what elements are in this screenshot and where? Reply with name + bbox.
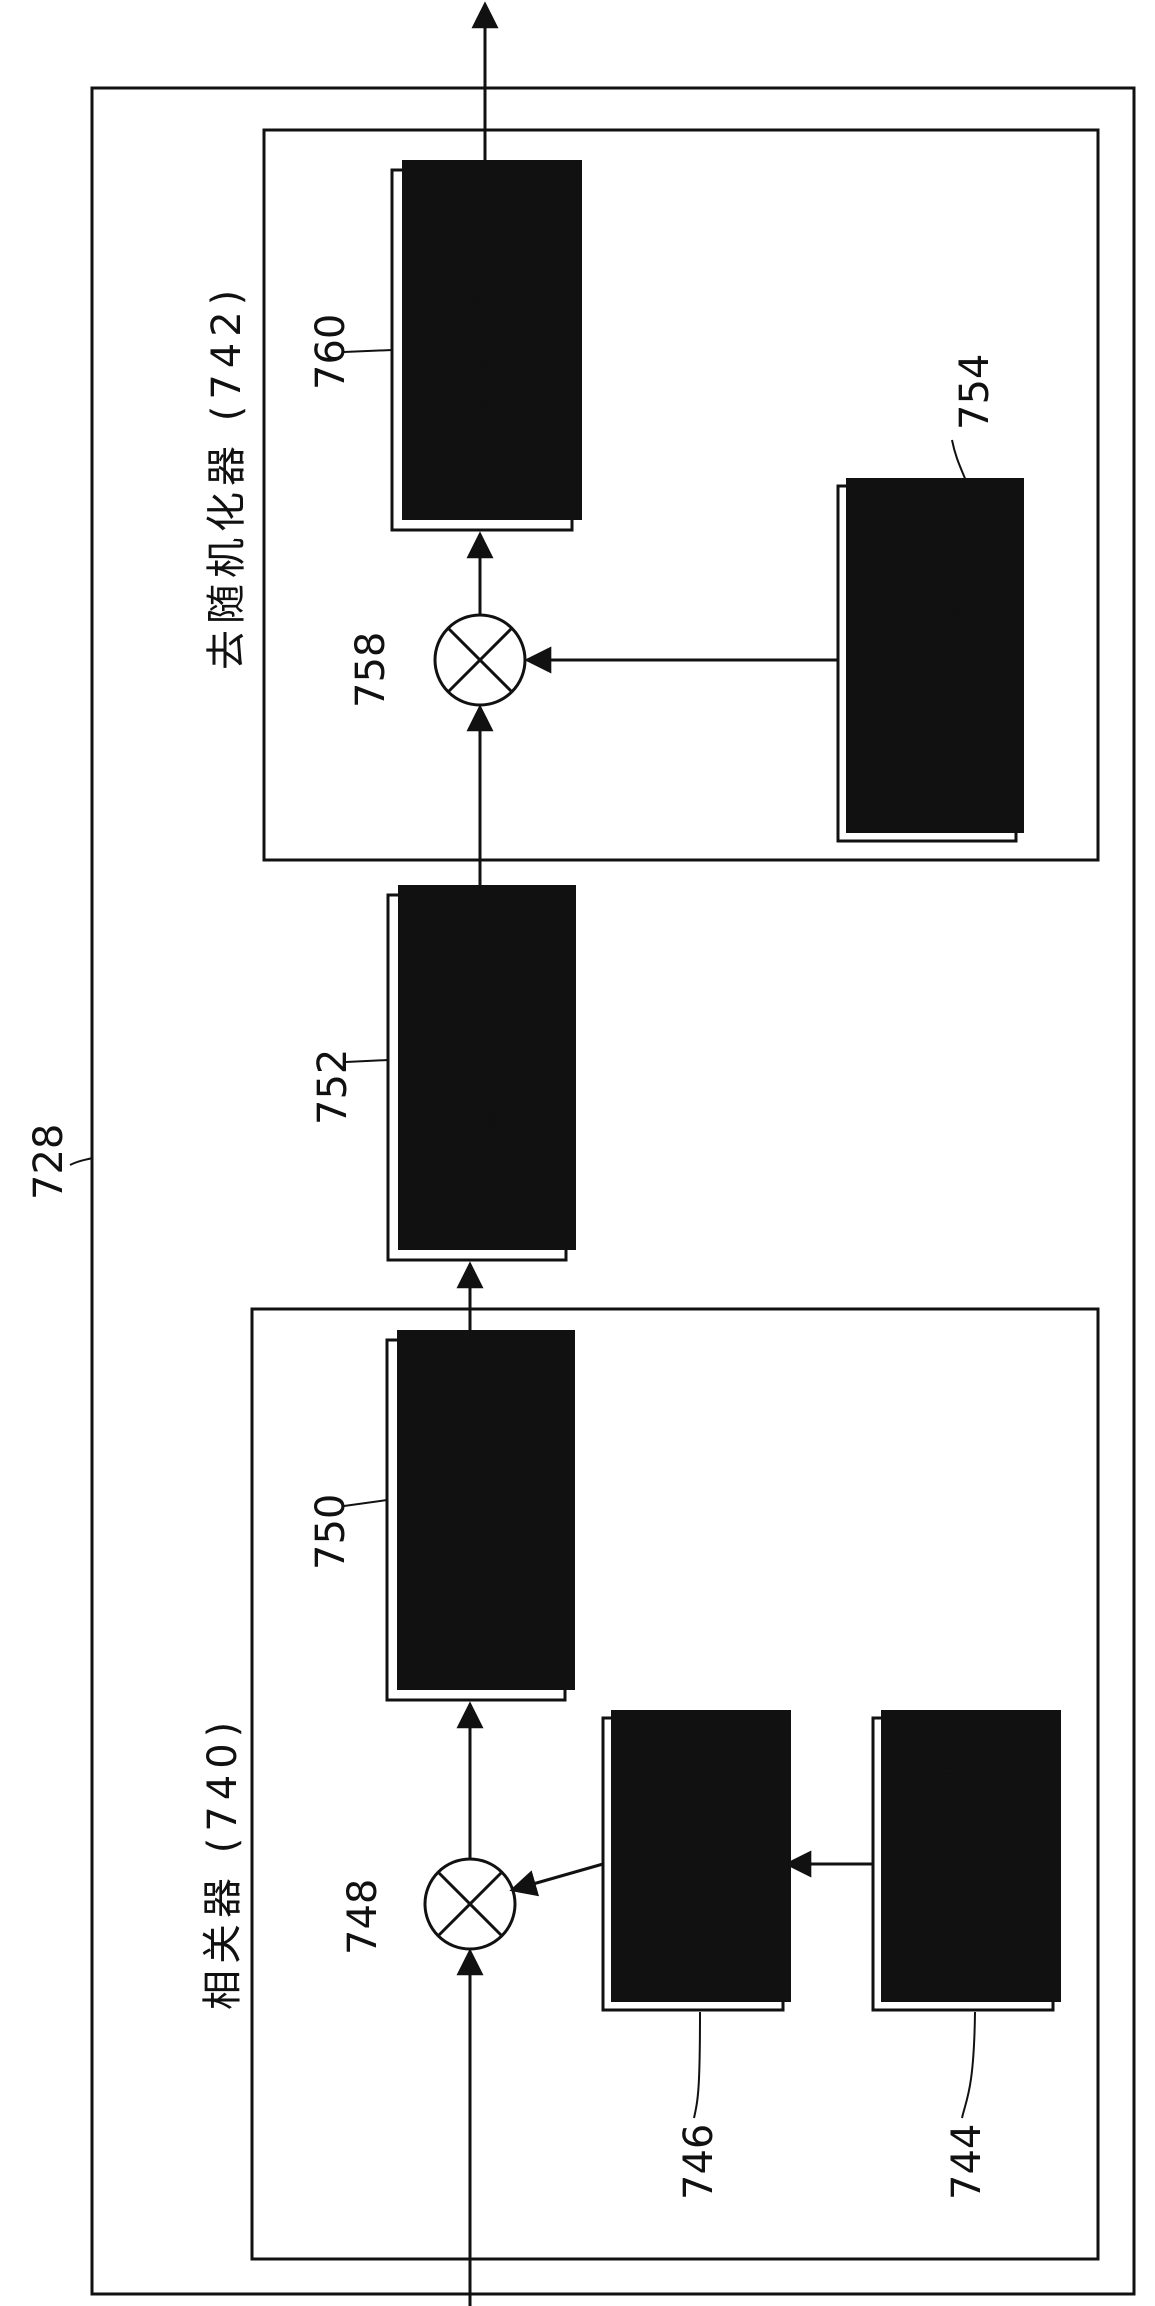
accumulator-760-label: 累积器 bbox=[458, 278, 507, 422]
multiplier-748-ref: 748 bbox=[340, 1879, 386, 1955]
channel-compensator-ref: 752 bbox=[310, 1049, 356, 1125]
correlator-title: 相关器 (740) bbox=[200, 1716, 246, 2010]
conjugator-leader bbox=[694, 2012, 700, 2118]
outer-ref-label: 728 bbox=[26, 1124, 72, 1200]
multiplier-748 bbox=[425, 1859, 515, 1949]
orthogonal-generator-ref: 754 bbox=[952, 354, 998, 430]
conjugator-ref: 746 bbox=[676, 2124, 722, 2200]
orthogonal-generator-label-line1: 正交码 bbox=[869, 591, 918, 735]
seq-generator-ref: 744 bbox=[944, 2124, 990, 2200]
derandomizer-title: 去随机化器 (742) bbox=[204, 284, 250, 670]
seq-generator-label: 序列生成器 bbox=[939, 1744, 988, 1984]
outer-ref-leader bbox=[70, 1158, 92, 1165]
channel-compensator-label: 信道补偿器 bbox=[454, 958, 503, 1198]
orthogonal-generator-label-line2: 生成器 bbox=[939, 591, 988, 735]
conjugator-to-mult748-arrow bbox=[512, 1864, 603, 1890]
conjugator-label: 共轭器 bbox=[669, 1792, 718, 1936]
multiplier-758 bbox=[435, 615, 525, 705]
seq-generator-leader bbox=[962, 2012, 975, 2118]
accumulator-750-label: 累积器 bbox=[453, 1448, 502, 1592]
multiplier-758-ref: 758 bbox=[348, 632, 394, 708]
